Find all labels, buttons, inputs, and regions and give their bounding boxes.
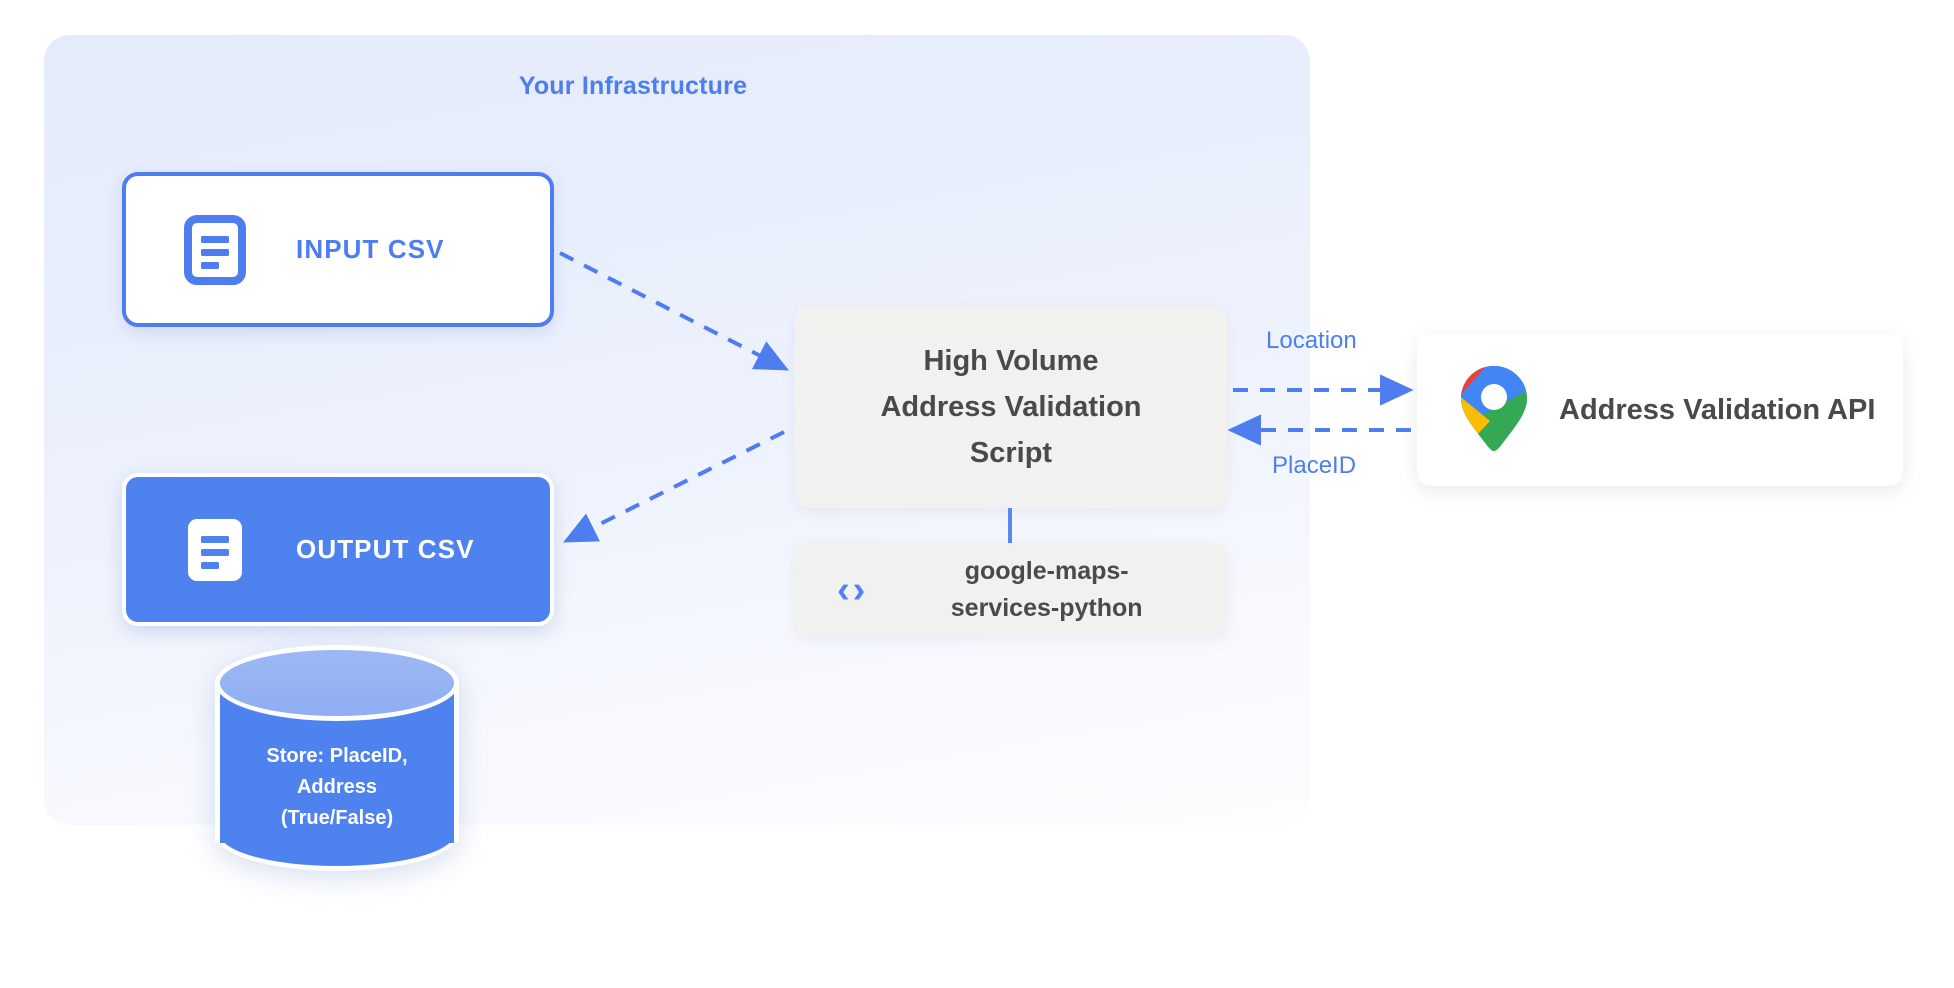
library-node[interactable]: ‹› google-maps- services-python	[795, 543, 1227, 636]
script-label: High Volume Address Validation Script	[880, 338, 1141, 476]
edge-label-location: Location	[1266, 327, 1357, 354]
google-maps-pin-icon	[1457, 364, 1531, 457]
database-label: Store: PlaceID, Address (True/False)	[215, 741, 459, 834]
database-label-line2: Address	[296, 776, 378, 798]
document-icon	[184, 515, 246, 585]
script-node[interactable]: High Volume Address Validation Script	[795, 306, 1227, 508]
cylinder-top	[215, 645, 459, 721]
input-csv-node[interactable]: INPUT CSV	[122, 172, 554, 327]
script-label-line2: Address Validation	[880, 391, 1142, 423]
code-brackets-icon: ‹›	[837, 568, 869, 611]
script-label-line1: High Volume	[923, 345, 1099, 377]
input-csv-label: INPUT CSV	[296, 234, 445, 264]
script-library-connector	[1008, 508, 1012, 546]
output-csv-label: OUTPUT CSV	[296, 534, 475, 564]
script-label-line3: Script	[969, 437, 1053, 469]
edge-label-placeid: PlaceID	[1272, 452, 1357, 479]
database-label-line3: (True/False)	[280, 807, 394, 829]
address-validation-api-node[interactable]: Address Validation API	[1417, 334, 1903, 486]
database-cylinder-node[interactable]: Store: PlaceID, Address (True/False)	[215, 645, 459, 873]
output-csv-node[interactable]: OUTPUT CSV	[122, 473, 554, 626]
library-label: google-maps- services-python	[890, 553, 1227, 627]
library-label-line1: google-maps-	[964, 556, 1129, 585]
api-label: Address Validation API	[1559, 393, 1876, 426]
database-label-line1: Store: PlaceID,	[266, 745, 408, 767]
document-icon	[184, 214, 246, 285]
infrastructure-title: Your Infrastructure	[518, 72, 748, 100]
library-label-line2: services-python	[950, 593, 1143, 622]
